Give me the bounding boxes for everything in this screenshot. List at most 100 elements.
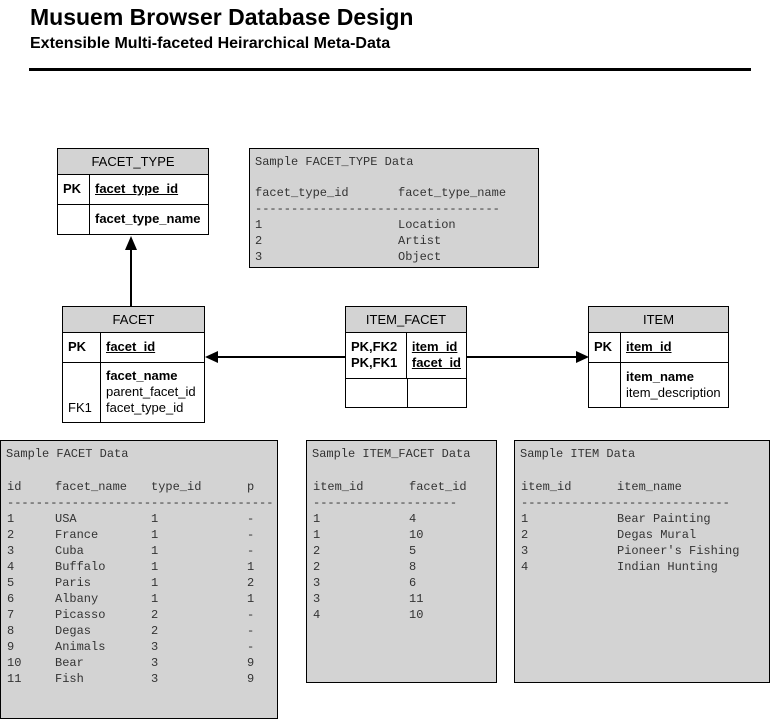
separator: ---------------------------------- (255, 202, 500, 216)
cell: 3 (255, 250, 263, 264)
cell: 4 (409, 512, 417, 526)
column-header: item_id (521, 480, 572, 494)
cell: Artist (398, 234, 442, 248)
cell: 3 (313, 592, 321, 606)
page-title: Musuem Browser Database Design (30, 4, 414, 30)
sample-title: Sample ITEM Data (520, 447, 636, 461)
cell: 2 (255, 234, 263, 248)
sample-title: Sample FACET Data (6, 447, 129, 461)
cell: Bear Painting (617, 512, 711, 526)
cell: - (247, 640, 255, 654)
cell: 1 (151, 512, 159, 526)
column-header: facet_type_name (398, 186, 507, 200)
sample-facet-data: Sample FACET Data id facet_name type_id … (0, 440, 278, 719)
cell: 2 (151, 624, 159, 638)
page-subtitle: Extensible Multi-faceted Heirarchical Me… (30, 35, 391, 52)
column-header: id (7, 480, 22, 494)
entity-facet: FACET PK facet_id FK1 facet_name parent_… (62, 306, 205, 423)
pk-label: PK (589, 333, 621, 362)
fields-row (346, 379, 466, 408)
cell: Buffalo (55, 560, 106, 574)
sample-item-facet-data: Sample ITEM_FACET Data item_id facet_id … (306, 440, 497, 683)
cell: Albany (55, 592, 99, 606)
column-header: type_id (151, 480, 202, 494)
cell: 1 (151, 576, 159, 590)
cell: - (247, 512, 255, 526)
cell: 11 (409, 592, 424, 606)
pk-row: PK facet_type_id (58, 175, 208, 205)
sample-title: Sample ITEM_FACET Data (312, 447, 471, 461)
cell: 1 (313, 528, 321, 542)
column-header: item_id (313, 480, 364, 494)
fields-row: FK1 facet_name parent_facet_id facet_typ… (63, 363, 204, 423)
cell: 3 (7, 544, 15, 558)
cell: 1 (521, 512, 529, 526)
item-arrowhead (576, 351, 589, 363)
cell: 6 (409, 576, 417, 590)
pk-field: item_id (626, 339, 672, 354)
column-header: facet_type_id (255, 186, 349, 200)
cell: Indian Hunting (617, 560, 718, 574)
cell: 10 (7, 656, 22, 670)
sample-facet-type-data: Sample FACET_TYPE Data facet_type_id fac… (249, 148, 539, 268)
header-rule (29, 68, 751, 71)
pk-label: PK,FK1 (351, 355, 398, 370)
cell: 1 (151, 544, 159, 558)
field-row: facet_type_name (58, 205, 208, 235)
cell: 7 (7, 608, 15, 622)
cell: Cuba (55, 544, 84, 558)
entity-item-facet: ITEM_FACET PK,FK2 PK,FK1 item_id facet_i… (345, 306, 467, 408)
cell: Degas Mural (617, 528, 697, 542)
cell: USA (55, 512, 77, 526)
cell: 3 (151, 640, 159, 654)
field: facet_name (106, 368, 178, 383)
cell: 1 (151, 528, 159, 542)
cell: Paris (55, 576, 92, 590)
fields-row: item_name item_description (589, 363, 728, 408)
sample-item-data: Sample ITEM Data item_id item_name -----… (514, 440, 770, 683)
pk-row: PK item_id (589, 333, 728, 363)
cell: 3 (151, 656, 159, 670)
field: item_name (626, 369, 694, 384)
cell: 10 (409, 608, 424, 622)
pk-field: facet_id (106, 339, 156, 354)
cell: 2 (151, 608, 159, 622)
cell: Picasso (55, 608, 106, 622)
cell: 2 (313, 560, 321, 574)
cell: 2 (521, 528, 529, 542)
cell: 3 (151, 672, 159, 686)
cell: - (247, 624, 255, 638)
cell: Animals (55, 640, 106, 654)
cell: Object (398, 250, 442, 264)
cell: 3 (521, 544, 529, 558)
cell: Degas (55, 624, 92, 638)
sample-title: Sample FACET_TYPE Data (255, 155, 414, 169)
cell: 4 (521, 560, 529, 574)
pk-label: PK,FK2 (351, 339, 398, 354)
facet-arrowhead (205, 351, 218, 363)
cell: 1 (247, 560, 255, 574)
separator: ----------------------------- (521, 496, 730, 510)
separator: -------------------- (313, 496, 458, 510)
pk-field: facet_id (411, 355, 461, 370)
cell: 5 (409, 544, 417, 558)
cell: 4 (7, 560, 15, 574)
cell: 1 (151, 592, 159, 606)
entity-title: FACET_TYPE (58, 149, 208, 175)
cell: 6 (7, 592, 15, 606)
cell: 1 (7, 512, 15, 526)
cell: 4 (313, 608, 321, 622)
cell: Location (398, 218, 456, 232)
cell: 9 (7, 640, 15, 654)
pk-row: PK,FK2 PK,FK1 item_id facet_id (346, 333, 466, 379)
column-header: facet_name (55, 480, 128, 494)
entity-facet-type: FACET_TYPE PK facet_type_id facet_type_n… (57, 148, 209, 235)
pk-field: facet_type_id (95, 181, 179, 196)
cell: 1 (313, 512, 321, 526)
cell: Fish (55, 672, 84, 686)
pk-field: item_id (411, 339, 458, 354)
entity-title: FACET (63, 307, 204, 333)
field: facet_type_name (95, 211, 201, 226)
cell: 1 (247, 592, 255, 606)
